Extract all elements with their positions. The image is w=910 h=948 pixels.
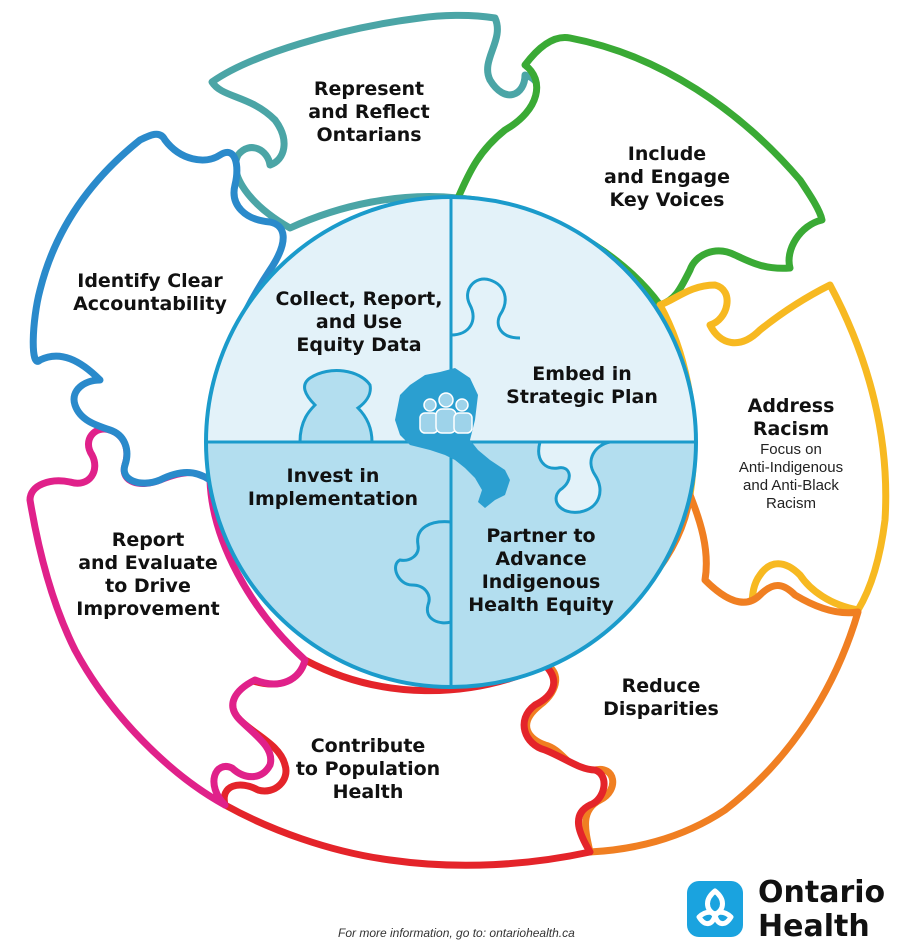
label-evaluate: Report and Evaluate to Drive Improvement — [76, 529, 220, 620]
tab-invest — [298, 369, 374, 444]
tab-partner — [394, 520, 452, 625]
label-partner: Partner to Advance Indigenous Health Equ… — [468, 525, 614, 616]
label-include: Include and Engage Key Voices — [604, 143, 730, 211]
footer-info: For more information, go to: ontarioheal… — [338, 926, 575, 940]
label-collect: Collect, Report, and Use Equity Data — [275, 288, 443, 356]
brand-wordmark: Ontario Health — [758, 876, 885, 944]
label-embed: Embed in Strategic Plan — [506, 363, 658, 408]
brand-line-2: Health — [758, 909, 870, 944]
people-group-icon — [419, 392, 473, 434]
piece-accountability-outline — [29, 130, 287, 487]
ontario-trillium-logo — [687, 881, 743, 937]
label-racism: Address Racism Focus on Anti-Indigenous … — [738, 395, 844, 512]
outer-ring — [26, 11, 890, 869]
label-represent: Represent and Reflect Ontarians — [308, 78, 430, 146]
label-invest: Invest in Implementation — [247, 465, 419, 510]
brand-line-1: Ontario — [758, 875, 886, 910]
label-accountability: Identify Clear Accountability — [73, 270, 227, 315]
tab-embed — [537, 440, 611, 514]
label-population: Contribute to Population Health — [295, 735, 441, 803]
ontario-map-icon — [395, 368, 510, 508]
tab-collect — [450, 277, 521, 340]
label-reduce: Reduce Disparities — [603, 675, 719, 720]
